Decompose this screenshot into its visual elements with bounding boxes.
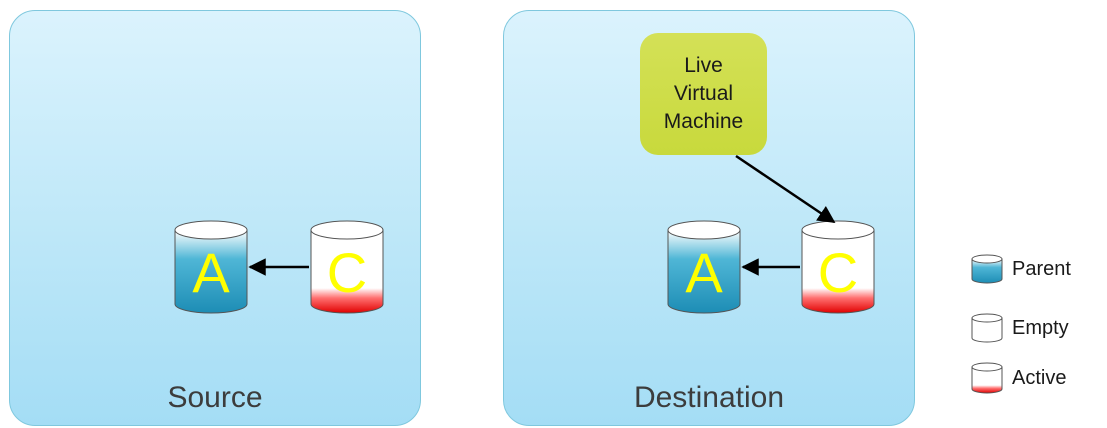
vm-label-line-2: Virtual bbox=[673, 82, 734, 105]
legend-empty-label: Empty bbox=[1012, 316, 1069, 339]
destination-title: Destination bbox=[633, 381, 785, 414]
source-parent-disk: A bbox=[174, 220, 248, 314]
live-virtual-machine-box: Live Virtual Machine bbox=[640, 33, 767, 155]
legend-empty: Empty bbox=[970, 313, 1069, 343]
destination-child-disk: C bbox=[801, 220, 875, 314]
legend-parent: Parent bbox=[970, 254, 1071, 284]
legend-parent-icon bbox=[971, 254, 1003, 284]
legend-empty-icon bbox=[971, 313, 1003, 343]
legend-active: Active bbox=[970, 362, 1067, 394]
legend-parent-label: Parent bbox=[1012, 257, 1071, 280]
source-parent-letter: A bbox=[192, 241, 230, 304]
destination-parent-disk: A bbox=[667, 220, 741, 314]
destination-child-letter: C bbox=[818, 241, 858, 304]
source-panel: Source bbox=[9, 10, 421, 426]
vm-label-line-1: Live bbox=[684, 54, 723, 77]
destination-parent-letter: A bbox=[685, 241, 723, 304]
vm-to-disk-arrow bbox=[735, 154, 836, 224]
source-title: Source bbox=[167, 381, 263, 414]
legend-active-label: Active bbox=[1012, 366, 1067, 389]
legend-active-icon bbox=[971, 362, 1003, 394]
vm-label-line-3: Machine bbox=[663, 110, 744, 133]
source-child-disk: C bbox=[310, 220, 384, 314]
source-child-letter: C bbox=[327, 241, 367, 304]
